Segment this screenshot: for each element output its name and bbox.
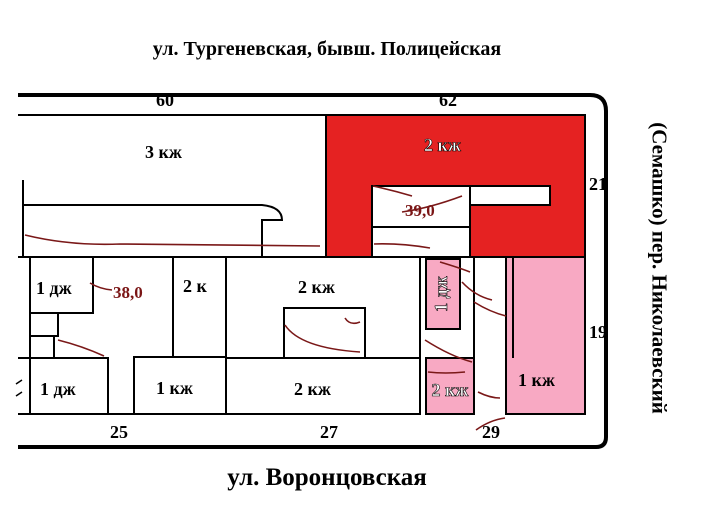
building-label: 2 кж [424,135,462,155]
building-label: 1 дж [40,379,77,399]
building-pink-1dzh [425,258,461,330]
wall-line [18,114,134,415]
house-number-25: 25 [110,422,128,442]
building-1dzh-west [29,256,94,314]
building-shed [29,312,59,337]
elevation-mark: 39,0 [405,201,435,220]
fence-line [15,379,23,397]
building-label: 2 кж [298,277,336,297]
building-label: 1 дж [36,278,73,298]
building-label: 2 кж [294,379,332,399]
street-name-bottom: ул. Воронцовская [227,464,427,491]
building-2kzh-south [225,357,421,415]
house-number-19: 19 [589,322,607,342]
street-name-right-text: (Семашко) пер. Николаевский [647,121,672,414]
building-label: 1 кж [156,378,194,398]
building-label: 2 к [183,276,208,296]
building-label: 2 кж [432,380,470,400]
block-boundary [18,93,608,449]
house-number-21: 21 [589,174,607,194]
house-number-27: 27 [320,422,338,442]
building-3kzh [22,114,327,258]
house-number-29: 29 [482,422,500,442]
street-name-top: ул. Тургеневская, бывш. Полицейская [152,38,502,60]
street-name-right: (Семашко) пер. Николаевский [638,95,680,440]
building-pink-1kzh [505,256,586,415]
house-number-60: 60 [156,90,174,110]
building-inner-court-2 [283,307,366,359]
house-number-62: 62 [439,90,457,110]
building-label: 1 дж [431,275,451,312]
building-1dzh-south [29,357,109,415]
building-shed-2 [29,335,55,359]
building-2k [172,256,227,358]
building-label: 3 кж [145,142,183,162]
contour-lines [24,185,507,431]
elevation-mark: 38,0 [113,283,143,302]
building-inner-court [371,185,471,258]
building-label: 1 кж [518,370,556,390]
